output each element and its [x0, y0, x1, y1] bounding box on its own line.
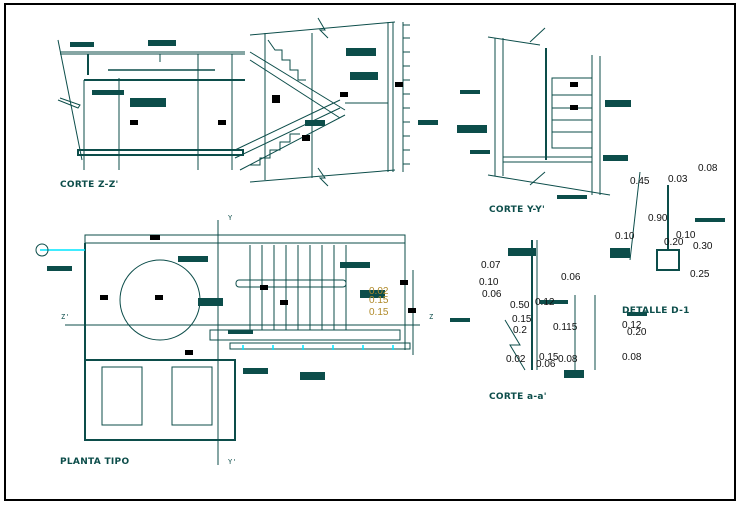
dim-a: 0.06 — [561, 272, 581, 283]
y-bottom-wall — [487, 174, 611, 196]
dim-d1: 0.12 — [622, 320, 642, 331]
dim-a: 0.12 — [535, 297, 555, 308]
detalle-d1 — [629, 171, 680, 271]
corte-y-section — [487, 27, 611, 196]
dim-a: 0.07 — [481, 260, 501, 271]
dim-d1: 0.08 — [622, 352, 642, 363]
dimension-tags — [100, 82, 578, 355]
drawing-frame — [4, 3, 736, 501]
d1-wall — [629, 171, 641, 261]
dim-a: 0.06 — [536, 359, 556, 370]
dim-a: 0.10 — [479, 277, 499, 288]
y-break-bottom — [529, 171, 546, 186]
title-planta-tipo: PLANTA TIPO — [60, 457, 130, 467]
a-break — [504, 319, 526, 371]
plan-lift-block — [84, 359, 236, 441]
dim-d1: 0.20 — [664, 237, 684, 248]
dim-a: 0.50 — [510, 300, 530, 311]
flight-line-1 — [234, 99, 341, 151]
y-stair-box — [551, 77, 593, 149]
bottom-wall — [249, 169, 396, 183]
lift-2 — [171, 366, 213, 426]
dim-d1: 0.25 — [690, 269, 710, 280]
dim-a: 0.06 — [482, 289, 502, 300]
break-mark — [57, 97, 81, 109]
title-detalle-d1: DETALLE D-1 — [622, 306, 690, 316]
lower-landing — [209, 329, 401, 341]
dim-a: 0.15 — [512, 314, 532, 325]
title-corte-y: CORTE Y-Y' — [489, 205, 546, 215]
lower-slab — [229, 342, 411, 350]
axis-y-bottom: Y' — [228, 458, 237, 466]
break-wall-line — [57, 39, 83, 161]
corte-z-ticks — [403, 24, 410, 165]
dim-d1: 0.30 — [693, 241, 713, 252]
title-corte-a: CORTE a-a' — [489, 392, 547, 402]
annotation-tags — [47, 40, 725, 380]
detail-callout-circle — [35, 243, 49, 257]
plan-top-wall — [84, 234, 406, 244]
dim-d1: 0.10 — [676, 230, 696, 241]
dim-a: 0.08 — [558, 354, 578, 365]
lift-1 — [101, 366, 143, 426]
y-top-wall — [487, 36, 541, 46]
planta-tipo-plan — [65, 220, 420, 465]
handrail — [235, 279, 347, 288]
axis-y-top: Y — [228, 214, 233, 222]
dim-plan: 0.15 — [369, 295, 389, 306]
dim-d1: 0.20 — [627, 327, 647, 338]
break-mark-top — [317, 17, 329, 39]
dim-d1: 0.08 — [698, 163, 718, 174]
d1-base — [656, 249, 680, 271]
corte-z-stairs — [234, 17, 404, 187]
flight-line-2 — [234, 107, 341, 159]
flight-line-3 — [239, 114, 346, 171]
y-break-top — [529, 27, 546, 43]
flight-upper-1 — [249, 51, 346, 111]
dim-a: 0.02 — [506, 354, 526, 365]
corte-a-section — [504, 240, 596, 371]
top-wall — [249, 21, 396, 36]
axis-z-left: Z' — [61, 313, 70, 321]
dim-plan: 0.15 — [369, 307, 389, 318]
dim-d1: 0.45 — [630, 176, 650, 187]
flight-upper-2 — [249, 59, 341, 119]
dim-plan: 0.02 — [369, 286, 389, 297]
corte-z-section — [57, 39, 245, 170]
floor-slab — [77, 149, 244, 156]
dim-a: 0.15 — [539, 352, 559, 363]
dim-a: 0.2 — [513, 325, 527, 336]
step-profile-lower — [250, 133, 300, 166]
step-profile-upper — [267, 39, 306, 81]
title-corte-z: CORTE Z-Z' — [60, 180, 119, 190]
axis-z-right: Z — [429, 313, 434, 321]
dim-d1: 0.03 — [668, 174, 688, 185]
dim-d1: 0.10 — [615, 231, 635, 242]
dim-a: 0.115 — [553, 322, 578, 333]
dim-d1: 0.90 — [648, 213, 668, 224]
break-mark-bottom — [317, 167, 329, 187]
